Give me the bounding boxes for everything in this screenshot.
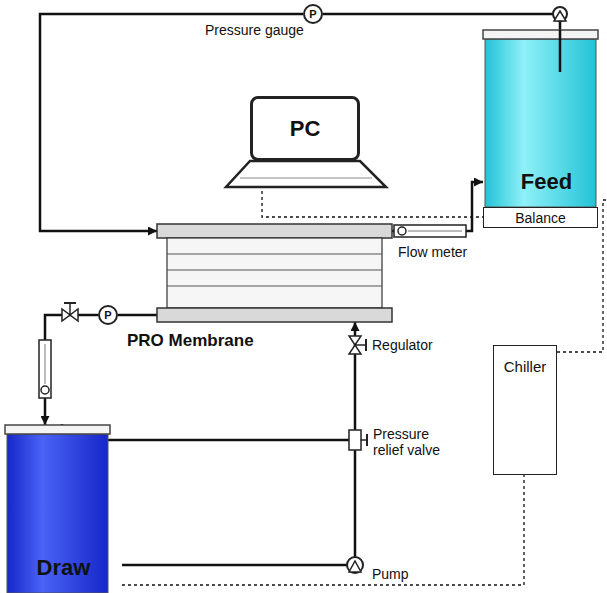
node-text: P: [104, 310, 111, 321]
tank-lid: [483, 30, 598, 39]
membrane-cell: PRO Membrane: [157, 224, 392, 322]
cell-plate: [157, 224, 392, 238]
chiller-box: Chiller: [493, 345, 557, 475]
part-label: Pressure relief valve: [373, 426, 457, 458]
outlet-valve-symbol: [62, 303, 78, 321]
balance-box: Balance: [483, 207, 598, 228]
laptop-keys: [240, 178, 372, 179]
feed-tank: Feed: [483, 30, 607, 207]
pressure-gauge: P: [303, 4, 323, 24]
node-text: Draw: [5, 555, 122, 593]
signal-line: [122, 475, 524, 585]
relief-valve-symbol: [349, 430, 367, 450]
laptop-screen: PC: [250, 96, 360, 161]
intake-tube: [559, 30, 562, 72]
pipe-line: [118, 314, 157, 317]
feed-pump-symbol: [553, 7, 567, 21]
pressure-gauge: P: [98, 305, 118, 325]
node-text: P: [309, 9, 316, 20]
cell-plate: [157, 308, 392, 322]
tank-lid: [5, 425, 110, 434]
shape-outline: [157, 224, 392, 322]
node-text: PC: [290, 116, 321, 142]
draw-pump-symbol: [347, 557, 363, 573]
node-text: Balance: [515, 210, 566, 226]
node-text: Chiller: [504, 346, 547, 474]
node-text: PRO Membrane: [127, 331, 254, 351]
membrane-layer: [167, 270, 382, 271]
part-label: Pressure gauge: [205, 22, 325, 38]
pipe-line: [45, 315, 98, 425]
membrane-layer: [167, 254, 382, 255]
regulator-symbol: [349, 336, 366, 354]
pipe-line: [392, 182, 483, 231]
pipe-line: [122, 322, 355, 565]
part-label: Pump: [372, 566, 432, 582]
cell-body: [167, 238, 382, 308]
draw-tank: Draw: [5, 425, 122, 593]
laptop-base: [226, 161, 386, 187]
flow-meter-symbol: [394, 225, 466, 237]
part-label: Regulator: [372, 337, 462, 353]
membrane-layer: [167, 286, 382, 287]
node-text: Feed: [483, 169, 607, 207]
part-label: Flow meter: [398, 244, 488, 260]
pipe-line: [323, 14, 560, 30]
flow-meter-symbol: [39, 340, 51, 398]
